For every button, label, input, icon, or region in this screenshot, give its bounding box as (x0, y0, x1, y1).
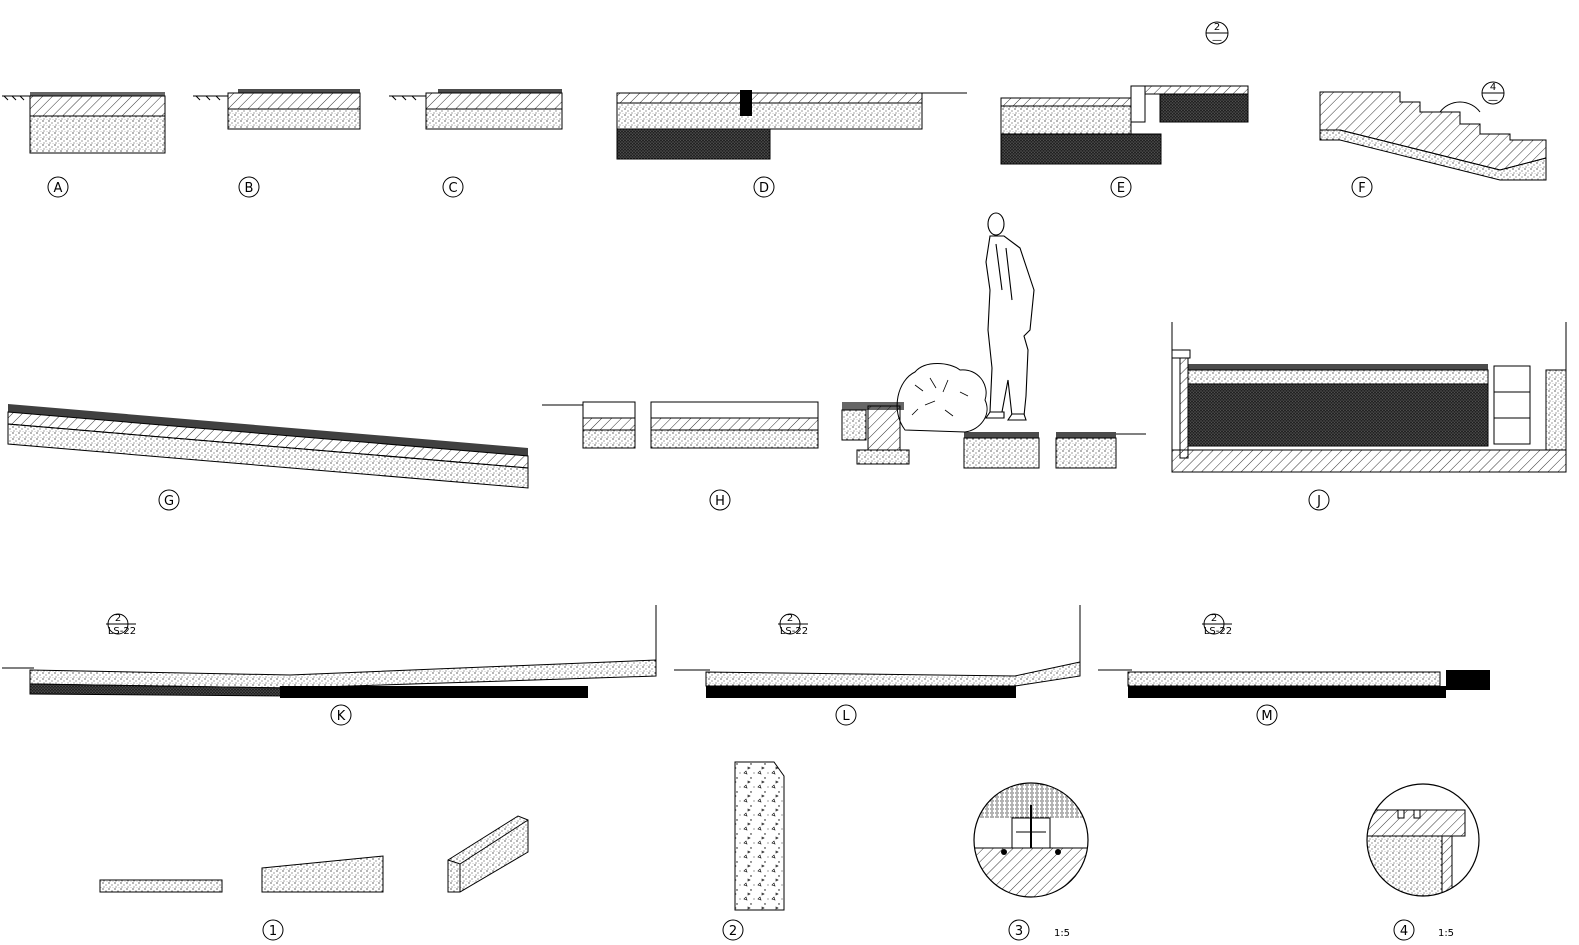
section-g-label: G (164, 494, 174, 509)
person-figure-icon (984, 212, 1035, 421)
section-b-drawing (193, 89, 361, 130)
callout-k: 2 LS-22 (106, 613, 136, 637)
row2-labels: G H J (158, 489, 1330, 511)
section-m-drawing (1098, 669, 1490, 698)
section-b-label: B (245, 181, 254, 196)
section-c-drawing (389, 89, 563, 130)
section-d-label: D (759, 181, 769, 196)
callout-l: 2 LS-22 (778, 613, 808, 637)
section-e-marker (1110, 176, 1132, 198)
detail-1-drawing (99, 815, 529, 893)
detail-2-drawing (734, 761, 785, 911)
detail-4-scale: 1:5 (1438, 928, 1454, 939)
section-k-marker (330, 704, 352, 726)
section-k-label: K (337, 709, 346, 724)
detail-2-label: 2 (729, 924, 737, 939)
section-j-label: J (1316, 494, 1321, 509)
callout-m: 2 LS-22 (1202, 613, 1232, 637)
section-h-marker (709, 489, 731, 511)
callout-m-sheet: LS-22 (1204, 626, 1232, 637)
detail-2-marker (722, 919, 744, 941)
callout-top-f-sheet: — (1488, 95, 1498, 106)
callout-m-num: 2 (1211, 613, 1217, 624)
section-l-label: L (842, 709, 850, 724)
callout-k-sheet: LS-22 (108, 626, 136, 637)
callout-l-sheet: LS-22 (780, 626, 808, 637)
section-c-label: C (448, 181, 457, 196)
detail-3-drawing (973, 782, 1089, 898)
section-a-label: A (54, 181, 63, 196)
callout-top-f: 4 — (1481, 81, 1505, 106)
callout-top-e-sheet: — (1212, 35, 1222, 46)
callout-top-e: 2 — (1205, 21, 1229, 46)
section-j-drawing (1171, 322, 1567, 473)
section-k-drawing (2, 605, 657, 698)
row4-labels: 1 2 3 1:5 4 1:5 (262, 919, 1454, 941)
section-h-drawing (542, 401, 1146, 469)
detail-4-drawing (1366, 783, 1480, 897)
row1-labels: A B C D E F (47, 176, 1373, 198)
section-j-marker (1308, 489, 1330, 511)
detail-4-marker (1393, 919, 1415, 941)
section-l-drawing (674, 605, 1081, 698)
detail-3-label: 3 (1015, 924, 1023, 939)
section-d-marker (753, 176, 775, 198)
section-b-marker (238, 176, 260, 198)
section-m-marker (1256, 704, 1278, 726)
callout-top-e-num: 2 (1214, 22, 1220, 33)
section-f-label: F (1358, 181, 1365, 196)
detail-1-marker (262, 919, 284, 941)
section-m-label: M (1261, 709, 1272, 724)
detail-4-label: 4 (1400, 924, 1408, 939)
section-d-drawing (616, 90, 967, 160)
detail-1-label: 1 (269, 924, 277, 939)
section-e-drawing (1000, 85, 1249, 165)
detail-3-marker (1008, 919, 1030, 941)
callout-top-f-num: 4 (1490, 82, 1496, 93)
section-c-marker (442, 176, 464, 198)
section-g-drawing (7, 404, 529, 489)
shrub-icon (896, 363, 988, 433)
section-f-marker (1351, 176, 1373, 198)
section-h-label: H (715, 494, 725, 509)
section-a-marker (47, 176, 69, 198)
detail-3-scale: 1:5 (1054, 928, 1070, 939)
callout-l-num: 2 (787, 613, 793, 624)
section-g-marker (158, 489, 180, 511)
section-e-label: E (1117, 181, 1125, 196)
section-a-drawing (2, 92, 166, 154)
row3-labels: K L M (330, 704, 1278, 726)
callout-k-num: 2 (115, 613, 121, 624)
section-f-drawing (1319, 91, 1547, 181)
section-l-marker (835, 704, 857, 726)
